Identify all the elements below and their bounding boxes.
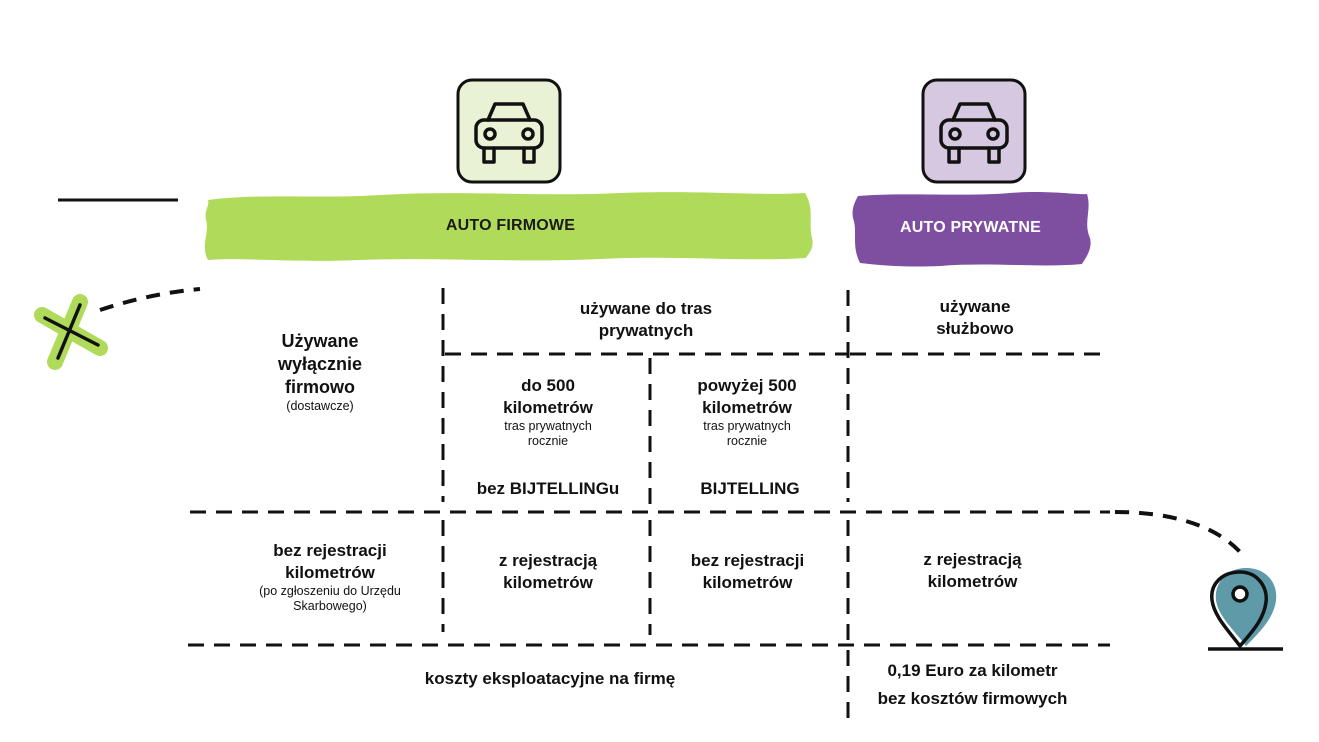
over-500-note: tras prywatnych rocznie	[703, 419, 791, 448]
company-car-label: AUTO FIRMOWE	[445, 217, 576, 234]
business-only-note: (dostawcze)	[286, 399, 354, 413]
no-registration-note: (po zgłoszeniu do Urzędu Skarbowego)	[259, 584, 401, 613]
over-500-title: powyżej 500 kilometrów	[697, 376, 797, 417]
no-registration-cell: bez rejestracji kilometrów (po zgłoszeni…	[230, 540, 430, 614]
car-icon	[939, 102, 1009, 164]
company-car-icon-box	[456, 78, 562, 184]
no-registration-title: bez rejestracji kilometrów	[273, 541, 387, 582]
business-use-title: używane służbowo	[936, 297, 1014, 338]
business-only-cell: Używane wyłącznie firmowo (dostawcze)	[220, 330, 420, 414]
grid-dashed	[188, 288, 1110, 720]
private-routes-title: używane do tras prywatnych	[579, 299, 713, 340]
no-registration-b-title: bez rejestracji kilometrów	[690, 551, 805, 592]
business-use-cell: używane służbowo	[885, 296, 1065, 340]
under-500-cell: do 500 kilometrów tras prywatnych roczni…	[463, 375, 633, 449]
under-500-note: tras prywatnych rocznie	[504, 419, 592, 448]
with-registration-a-cell: z rejestracją kilometrów	[463, 550, 633, 594]
map-pin-icon	[1208, 568, 1283, 651]
company-costs-text: koszty eksploatacyjne na firmę	[424, 669, 676, 688]
private-car-label: AUTO PRYWATNE	[900, 219, 1041, 236]
start-route	[99, 287, 201, 312]
business-only-title: Używane wyłącznie firmowo	[277, 331, 363, 397]
under-500-title: do 500 kilometrów	[503, 376, 593, 417]
no-company-costs-text: bez kosztów firmowych	[877, 689, 1068, 708]
under-500-status: bez BIJTELLINGu	[476, 479, 620, 498]
with-registration-c-cell: z rejestracją kilometrów	[885, 549, 1060, 593]
private-routes-cell: używane do tras prywatnych	[546, 298, 746, 342]
over-500-status: BIJTELLING	[700, 479, 800, 498]
no-registration-b-cell: bez rejestracji kilometrów	[660, 550, 835, 594]
over-500-cell: powyżej 500 kilometrów tras prywatnych r…	[662, 375, 832, 449]
x-mark-icon	[34, 294, 108, 370]
company-car-ribbon	[204, 192, 813, 261]
end-route	[1114, 510, 1242, 554]
with-registration-c-title: z rejestracją kilometrów	[923, 550, 1022, 591]
private-car-icon-box	[921, 78, 1027, 184]
private-car-ribbon	[852, 192, 1091, 267]
with-registration-a-title: z rejestracją kilometrów	[498, 551, 598, 592]
car-icon	[474, 102, 544, 164]
rate-text: 0,19 Euro za kilometr	[887, 661, 1058, 680]
